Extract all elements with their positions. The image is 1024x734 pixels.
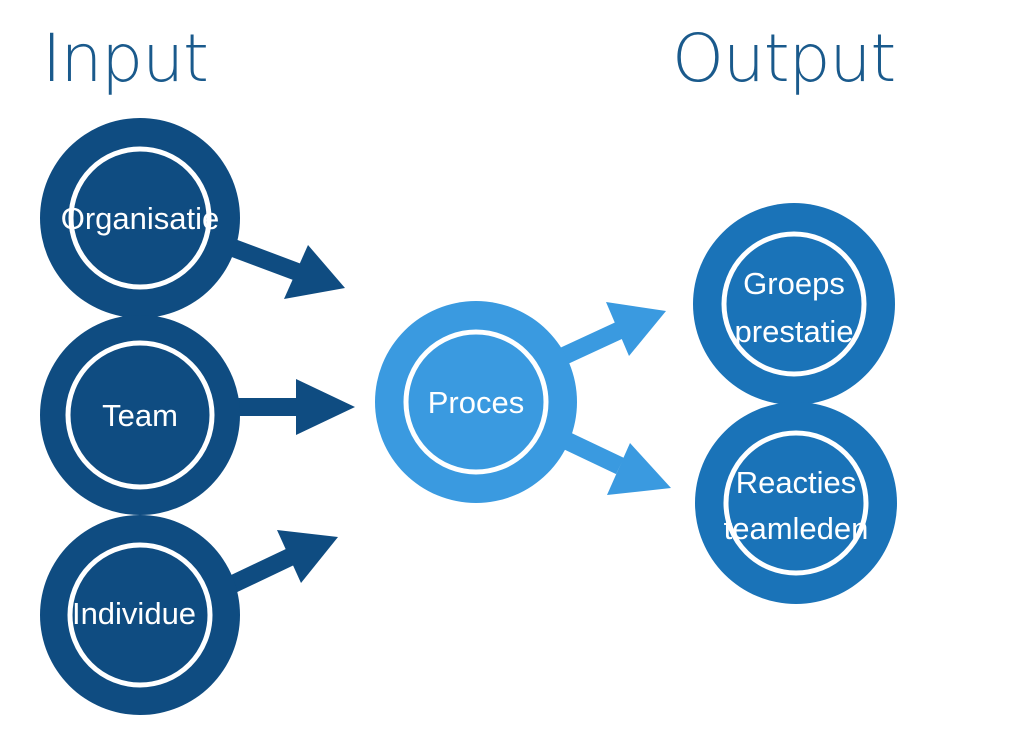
- node-reacties-label-line2: teamleden: [724, 511, 869, 546]
- input-heading: Input: [42, 20, 209, 97]
- node-individue: Individue: [40, 515, 240, 715]
- node-team: Team: [40, 315, 240, 515]
- node-proces-label: Proces: [428, 385, 524, 420]
- arrow-organisatie-to-proces: [216, 234, 345, 299]
- node-organisatie-label: Organisatie: [61, 201, 220, 236]
- node-team-label: Team: [102, 398, 178, 433]
- node-proces: Proces: [375, 301, 577, 503]
- arrow-team-to-proces: [228, 379, 355, 435]
- node-reacties-label-line1: Reacties: [736, 465, 857, 500]
- node-groepsprestatie: Groeps prestatie: [693, 203, 895, 405]
- node-reacties-teamleden: Reacties teamleden: [695, 402, 897, 604]
- node-organisatie: Organisatie: [40, 118, 240, 318]
- node-groepsprestatie-label-line1: Groeps: [743, 266, 845, 301]
- node-groepsprestatie-label-line2: prestatie: [735, 314, 854, 349]
- node-individue-label: Individue: [72, 596, 196, 631]
- output-heading: Output: [672, 20, 896, 97]
